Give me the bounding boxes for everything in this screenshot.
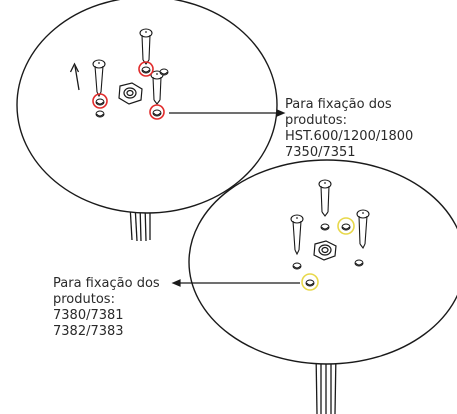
- callout-bottom-line-2: produtos:: [53, 292, 115, 307]
- center-nut: [118, 82, 143, 105]
- bottom-table: [171, 159, 457, 414]
- callout-bottom-arrow: [171, 279, 300, 287]
- bottom-tabletop: [188, 159, 457, 365]
- callout-top-line-3: HST.600/1200/1800: [285, 129, 414, 144]
- yellow-markers: [301, 217, 355, 291]
- bottom-holes: [292, 223, 364, 287]
- red-markers: [92, 61, 165, 120]
- callout-top-text: Para fixação dos produtos: HST.600/1200/…: [285, 97, 413, 161]
- callout-top-line-4: 7350/7351: [285, 145, 356, 160]
- top-holes: [95, 66, 169, 118]
- callout-bottom-text: Para fixação dos produtos: 7380/7381 738…: [53, 276, 160, 340]
- callout-bottom-line-3: 7380/7381: [53, 308, 124, 323]
- callout-top-line-1: Para fixação dos: [285, 97, 392, 112]
- callout-top-line-2: produtos:: [285, 113, 347, 128]
- bottom-bolt-top: [318, 179, 332, 217]
- callout-bottom-line-4: 7382/7383: [53, 324, 124, 339]
- bottom-bolt-right: [356, 209, 370, 250]
- top-tabletop: [16, 0, 278, 214]
- callout-top-arrow: [169, 109, 286, 117]
- bolt-top: [139, 28, 153, 65]
- bottom-center-nut: [313, 240, 337, 261]
- rotation-arrow: [69, 62, 80, 91]
- callout-bottom-line-1: Para fixação dos: [53, 276, 160, 291]
- bottom-bolt-left: [290, 214, 304, 256]
- top-table: [16, 0, 286, 242]
